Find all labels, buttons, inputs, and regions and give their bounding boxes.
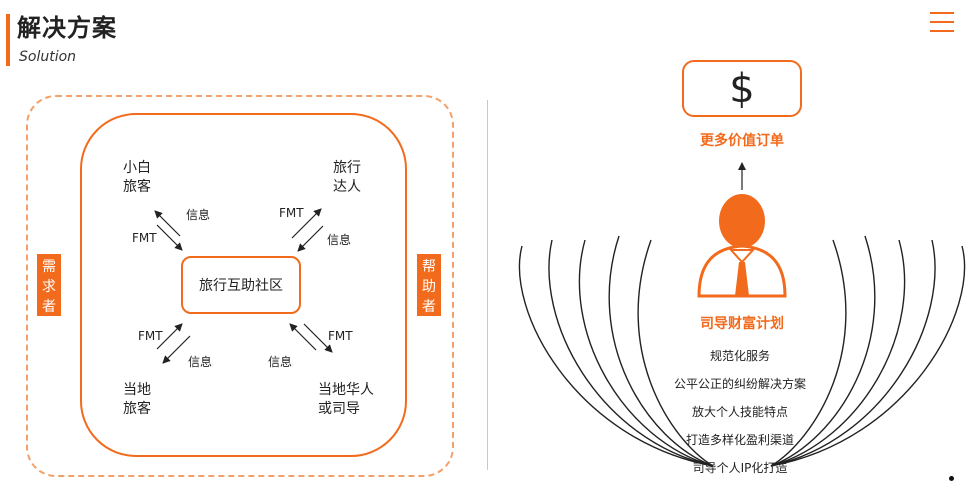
arrow-label-bottom-right-info: 信息	[268, 355, 293, 369]
benefit-item: 公平公正的纠纷解决方案	[673, 377, 806, 391]
community-outer-frame	[26, 95, 454, 477]
arrow-label-bottom-right-fmt: FMT	[328, 329, 353, 343]
arrow-label-bottom-left-info: 信息	[188, 355, 213, 369]
center-divider	[487, 100, 488, 470]
benefit-item: 放大个人技能特点	[691, 405, 788, 419]
arrow-novice-to-hub	[156, 224, 183, 251]
arrow-label-top-left-info: 信息	[186, 208, 211, 222]
benefit-item: 打造多样化盈利渠道	[685, 433, 794, 447]
arcs-right	[770, 235, 966, 467]
more-orders-label: 更多价值订单	[700, 133, 784, 149]
benefit-item: 司导个人IP化打造	[692, 461, 788, 475]
arrow-label-top-right-info: 信息	[327, 233, 352, 247]
arrow-label-bottom-left-fmt: FMT	[138, 329, 163, 343]
travel-community-hub: 旅行互助社区	[181, 256, 301, 314]
node-local-traveler: 当地 旅客	[123, 382, 151, 417]
node-travel-expert: 旅行 达人	[333, 160, 361, 195]
person-with-tie-icon	[697, 194, 787, 298]
arrow-guide-to-hub	[289, 323, 317, 351]
node-local-chinese-guide: 当地华人 或司导	[318, 382, 374, 417]
plan-name-label: 司导财富计划	[700, 316, 784, 332]
arrow-hub-to-guide	[303, 323, 333, 353]
arrow-hub-to-novice	[154, 210, 181, 237]
arrow-label-top-right-fmt: FMT	[279, 206, 304, 220]
arrow-hub-to-expert	[291, 208, 322, 239]
page-subtitle: Solution	[19, 49, 77, 65]
node-novice-traveler: 小白 旅客	[123, 160, 151, 195]
arrow-expert-to-hub	[297, 225, 324, 252]
page-dot	[949, 476, 954, 481]
demander-tag: 需 求 者	[37, 254, 61, 316]
arrow-hub-to-local	[162, 335, 191, 364]
page-title: 解决方案	[17, 14, 117, 42]
helper-tag: 帮 助 者	[417, 254, 441, 316]
benefit-item: 规范化服务	[709, 349, 770, 363]
arrow-label-top-left-fmt: FMT	[132, 231, 157, 245]
dollar-icon: $	[682, 60, 802, 117]
hamburger-menu-icon[interactable]	[930, 12, 954, 34]
arrow-local-to-hub	[156, 323, 183, 350]
arcs-left	[518, 235, 714, 467]
title-accent-bar	[6, 14, 10, 66]
